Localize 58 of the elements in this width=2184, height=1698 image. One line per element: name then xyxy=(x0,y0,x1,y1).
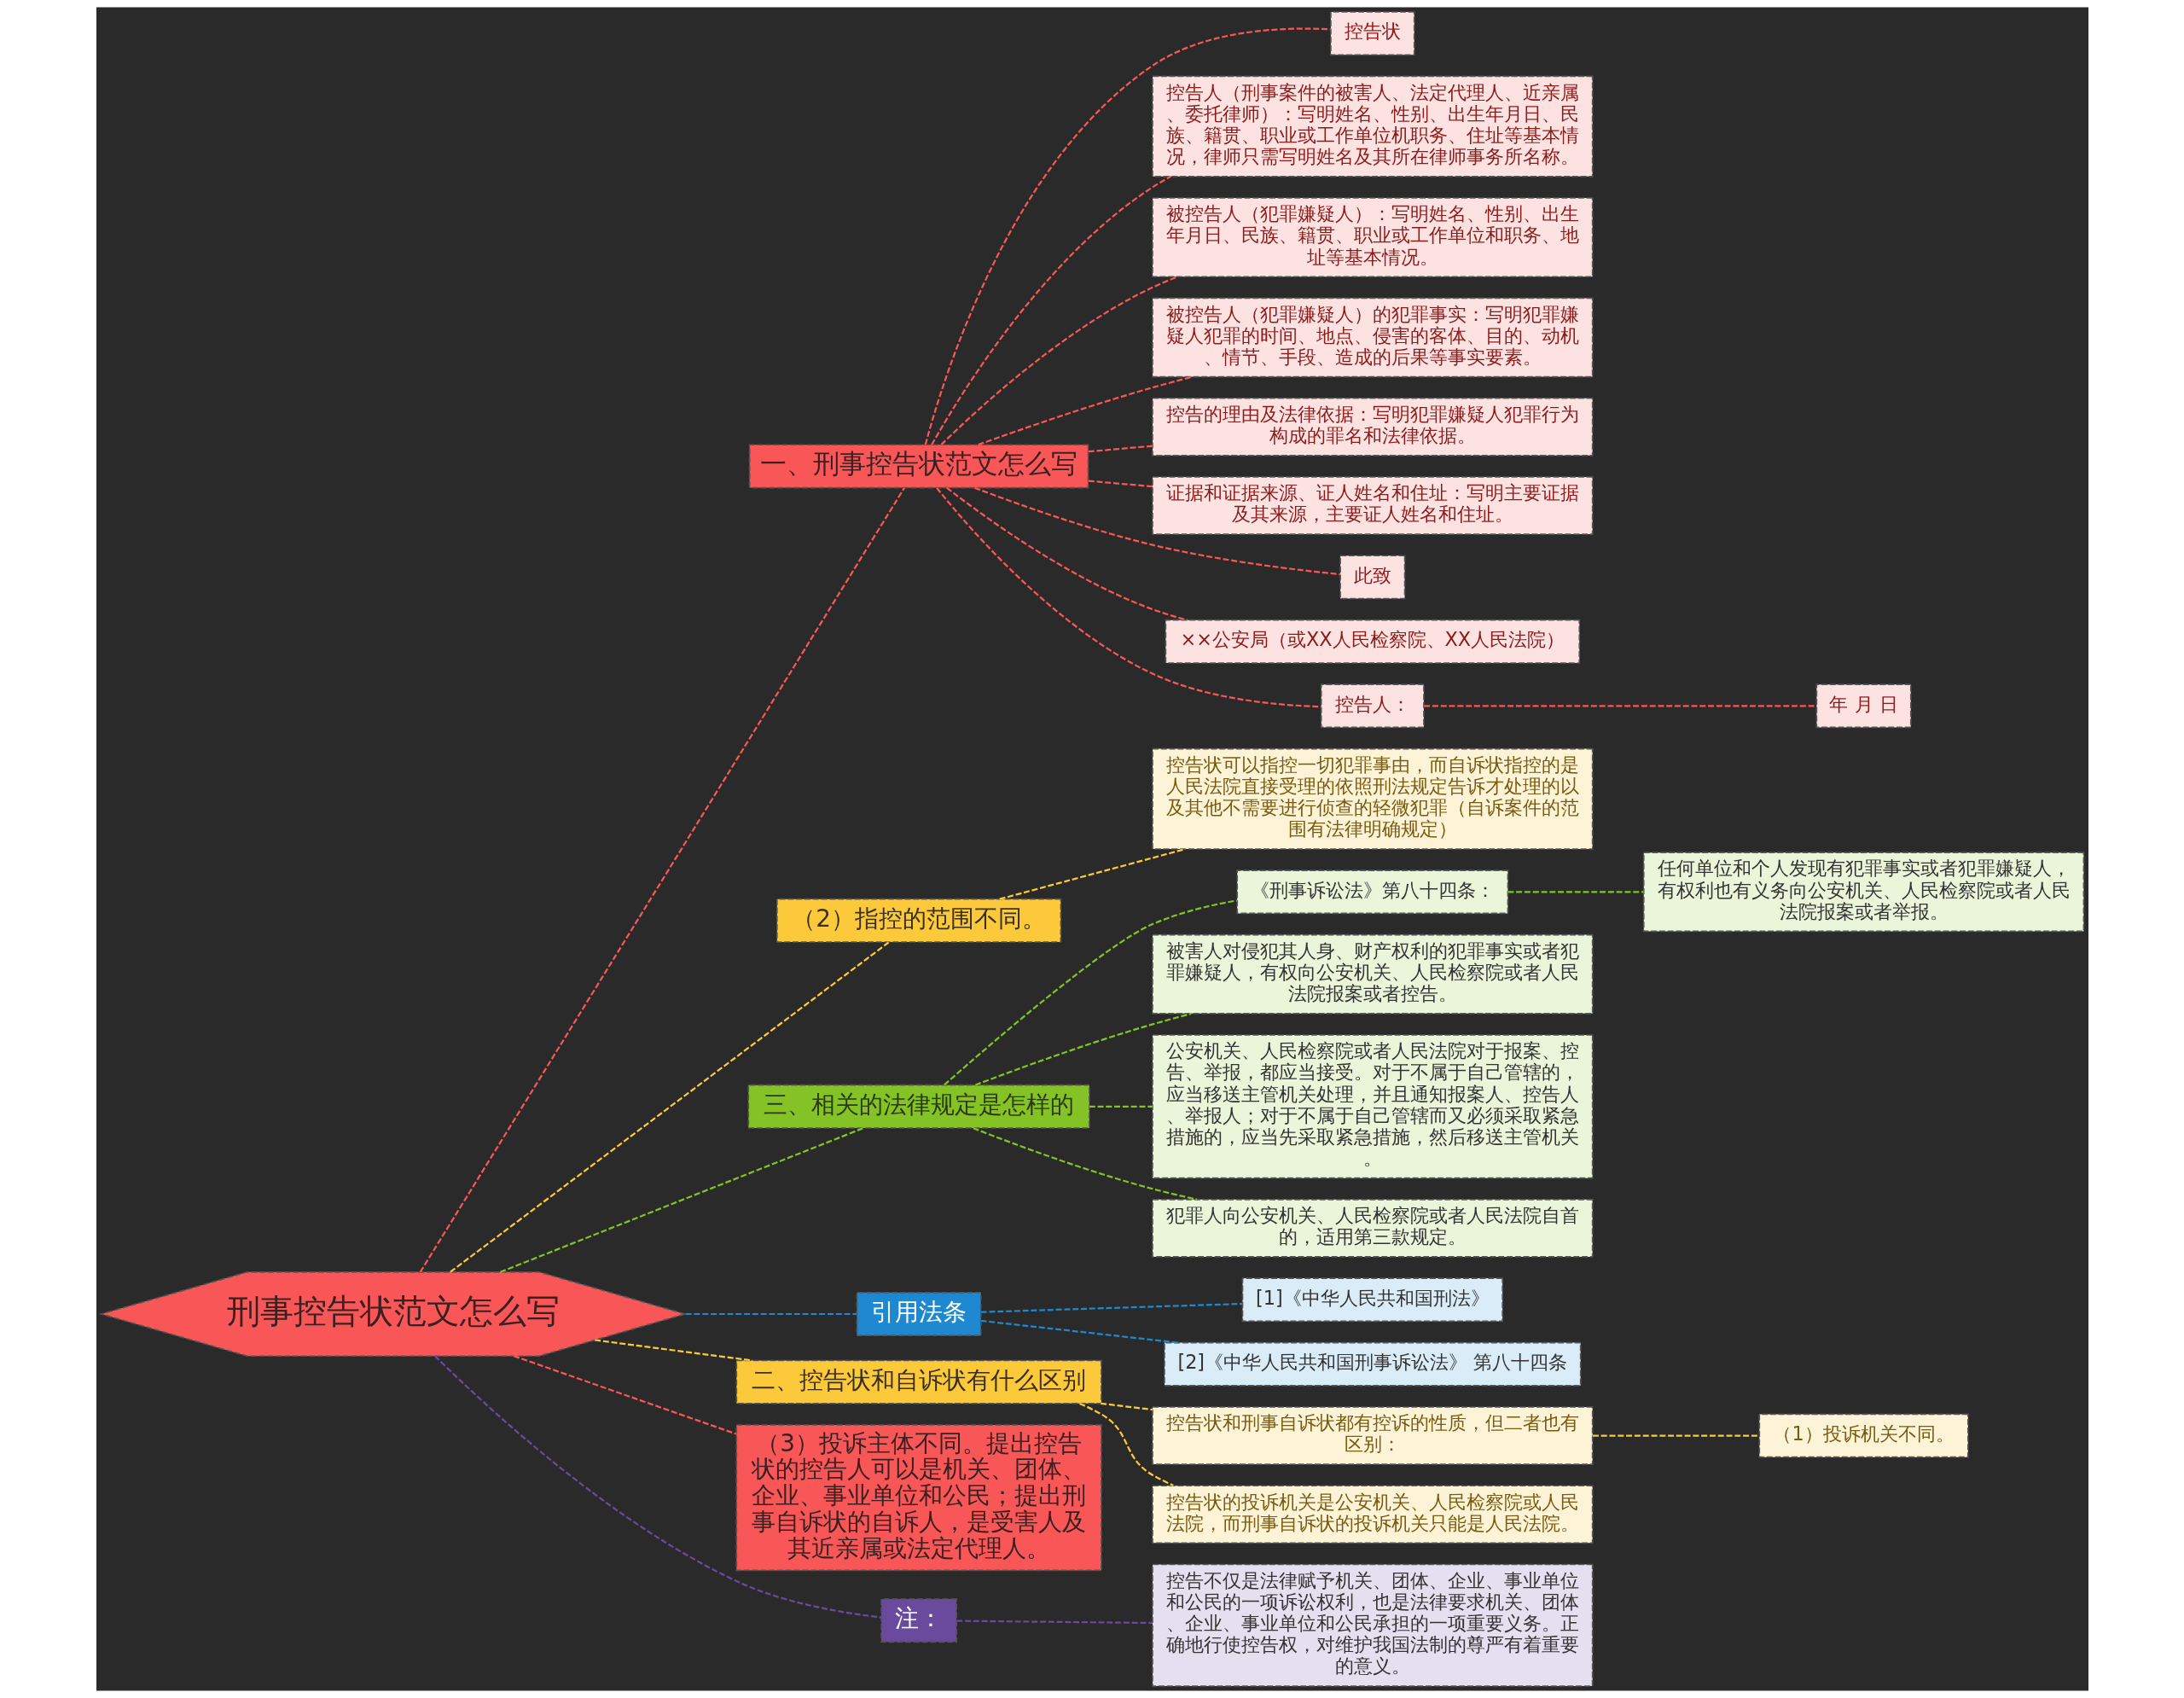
connector xyxy=(973,486,1340,576)
connector xyxy=(999,848,1186,900)
node-box: 引用法条 xyxy=(856,1292,982,1336)
connector xyxy=(1100,1402,1153,1411)
connector xyxy=(1088,445,1153,453)
connector xyxy=(977,375,1193,446)
connector xyxy=(935,487,1321,708)
node-box: 控告状 xyxy=(1329,11,1415,56)
node-box: 任何单位和个人发现有犯罪事实或者犯罪嫌疑人，有权利也有义务向公安机关、人民检察院或者人民法院报案或者举报。 xyxy=(1642,852,2084,933)
node-box: 控告人： xyxy=(1320,683,1425,729)
connector xyxy=(1089,1105,1153,1108)
node-box: 此致 xyxy=(1339,555,1405,600)
node-box: 控告状可以指控一切犯罪事由，而自诉状指控的是人民法院直接受理的依照刑法规定告诉才处理的以及其他不需要进行侦查的轻微犯罪（自诉案件的范围有法律明确规定） xyxy=(1151,747,1593,850)
node-box: 被控告人（犯罪嫌疑人）的犯罪事实：写明犯罪嫌疑人犯罪的时间、地点、侵害的客体、目的、动机、情节、手段、造成的后果等事实要素。 xyxy=(1151,297,1593,378)
node-box: 控告不仅是法律赋予机关、团体、企业、事业单位和公民的一项诉讼权利，也是法律要求机关、团体、企业、事业单位和公民承担的一项重要义务。正确地行使控告权，对维护我国法制的尊严有着重要的意义。 xyxy=(1151,1563,1593,1687)
connector xyxy=(419,487,905,1273)
connector xyxy=(594,1339,752,1362)
connector xyxy=(980,1302,1242,1313)
connector xyxy=(685,1312,857,1316)
node-box: 控告状的投诉机关是公安机关、人民检察院或人民法院，而刑事自诉状的投诉机关只能是人民法院。 xyxy=(1151,1485,1593,1544)
connector xyxy=(945,486,1188,621)
node-box: 一、刑事控告状范文怎么写 xyxy=(748,444,1089,489)
connector xyxy=(943,899,1237,1086)
node-box: [2]《中华人民共和国刑事诉讼法》 第八十四条 xyxy=(1163,1341,1582,1387)
node-box: 被控告人（犯罪嫌疑人）：写明姓名、性别、出生年月日、民族、籍贯、职业或工作单位和职务、地址等基本情况。 xyxy=(1151,197,1593,278)
connector xyxy=(1592,1434,1759,1437)
node-box: 犯罪人向公安机关、人民检察院或者人民法院自首的，适用第三款规定。 xyxy=(1151,1199,1593,1258)
node-box: 二、控告状和自诉状有什么区别 xyxy=(735,1359,1102,1404)
node-box: 三、相关的法律规定是怎样的 xyxy=(746,1084,1090,1129)
connector xyxy=(973,1127,1197,1201)
node-box: ××公安局（或XX人民检察院、XX人民法院） xyxy=(1165,619,1580,664)
node-box: [1]《中华人民共和国刑法》 xyxy=(1241,1277,1503,1323)
connector xyxy=(449,941,889,1273)
connector xyxy=(1088,480,1153,488)
node-box: 公安机关、人民检察院或者人民法院对于报案、控告、举报，都应当接受。对于不属于自己管辖的，应当移送主管机关处理，并且通知报案人、控告人、举报人；对于不属于自己管辖而又必须采取紧急措施的，应当先采取紧急措施，然后移送主管机关。 xyxy=(1151,1034,1593,1179)
node-box: 证据和证据来源、证人姓名和住址：写明主要证据及其来源，主要证人姓名和住址。 xyxy=(1151,476,1593,535)
connector xyxy=(1078,1402,1174,1487)
node-box: 年 月 日 xyxy=(1815,683,1912,729)
node-box: （1）投诉机关不同。 xyxy=(1757,1413,1969,1458)
node-box: 控告人（刑事案件的被害人、法定代理人、近亲属、委托律师）：写明姓名、性别、出生年月日、民族、籍贯、职业或工作单位机职务、住址等基本情况，律师只需写明姓名及其所在律师事务所名称。 xyxy=(1151,75,1593,177)
node-box: （2）指控的范围不同。 xyxy=(775,898,1061,943)
connector xyxy=(924,27,1331,445)
connector xyxy=(1507,891,1644,893)
connector xyxy=(930,176,1171,445)
connector xyxy=(940,276,1178,445)
connector xyxy=(980,1319,1178,1344)
connector xyxy=(433,1355,881,1619)
connector xyxy=(499,1127,863,1273)
node-box: 《刑事诉讼法》第八十四条： xyxy=(1235,869,1508,915)
node-box: 被害人对侵犯其人身、财产权利的犯罪事实或者犯罪嫌疑人，有权向公安机关、人民检察院或者人民法院报案或者控告。 xyxy=(1151,933,1593,1015)
node-box: 注： xyxy=(880,1598,957,1643)
connector xyxy=(956,1619,1153,1625)
connector xyxy=(513,1355,736,1435)
node-box: （3）投诉主体不同。提出控告状的控告人可以是机关、团体、企业、事业单位和公民；提出刑事自诉状的自诉人，是受害人及其近亲属或法定代理人。 xyxy=(735,1424,1102,1572)
node-box: 控告的理由及法律依据：写明犯罪嫌疑人犯罪行为构成的罪名和法律依据。 xyxy=(1151,397,1593,456)
connector xyxy=(1423,705,1816,707)
node-box: 控告状和刑事自诉状都有控诉的性质，但二者也有区别： xyxy=(1151,1406,1593,1465)
connector xyxy=(974,1012,1192,1086)
